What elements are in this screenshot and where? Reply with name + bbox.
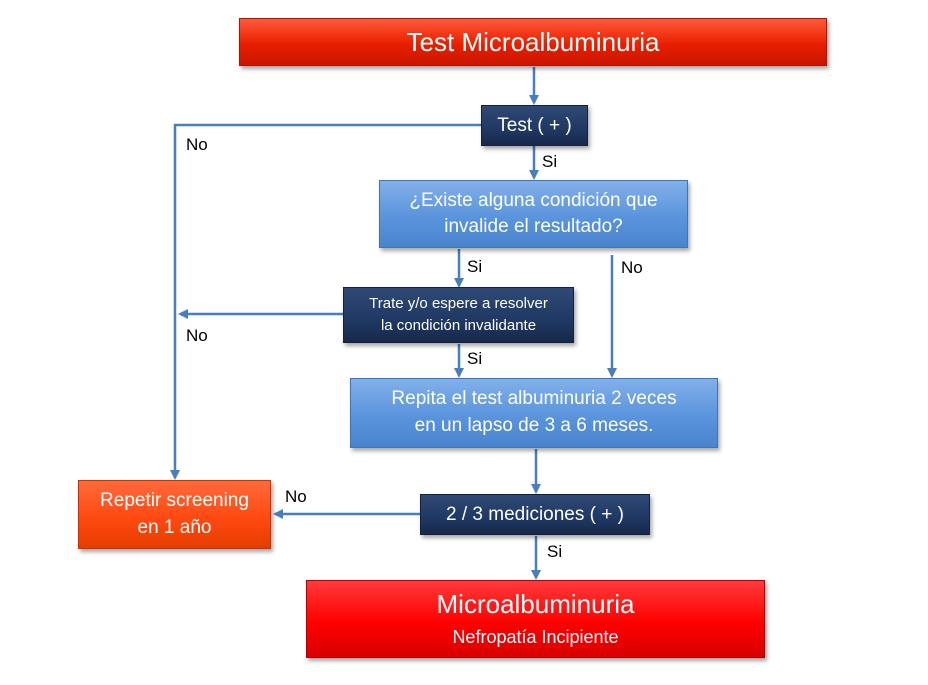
label-condition-no: No [621,258,643,277]
result-node: Microalbuminuria Nefropatía Incipiente [306,580,765,658]
resolve-condition-node: Trate y/o espere a resolver la condición… [343,287,574,343]
repeat-test-line1: Repita el test albuminuria 2 veces [391,388,677,410]
label-resolve-si: Si [467,349,483,368]
test-positive-node: Test ( + ) [481,105,588,146]
label-condition-si: Si [467,257,483,276]
label-resolve-no: No [186,326,208,345]
title-node: Test Microalbuminuria [239,18,827,66]
result-line2: Nefropatía Incipiente [452,627,619,648]
repeat-test-line2: en un lapso de 3 a 6 meses. [414,415,654,436]
label-two-three-si: Si [547,542,563,561]
test-positive-text: Test ( + ) [497,114,572,136]
arrow-test-no-to-screening [170,123,481,480]
resolve-condition-line2: la condición invalidante [380,317,537,334]
repeat-test-node: Repita el test albuminuria 2 veces en un… [350,378,718,448]
label-two-three-no: No [285,487,307,506]
repeat-screening-line2: en 1 año [137,516,212,538]
resolve-condition-line1: Trate y/o espere a resolver [369,295,548,313]
label-test-no: No [186,135,208,154]
label-test-si: Si [542,152,558,171]
result-line1: Microalbuminuria [436,589,635,620]
condition-question-line1: ¿Existe alguna condición que [409,190,658,212]
condition-question-line2: invalide el resultado? [444,216,623,237]
title-text: Test Microalbuminuria [406,26,660,57]
two-of-three-node: 2 / 3 mediciones ( + ) [420,494,650,535]
repeat-screening-line1: Repetir screening [100,489,249,511]
condition-question-node: ¿Existe alguna condición que invalide el… [379,180,688,248]
two-of-three-text: 2 / 3 mediciones ( + ) [446,503,624,525]
repeat-screening-node: Repetir screening en 1 año [78,480,271,549]
